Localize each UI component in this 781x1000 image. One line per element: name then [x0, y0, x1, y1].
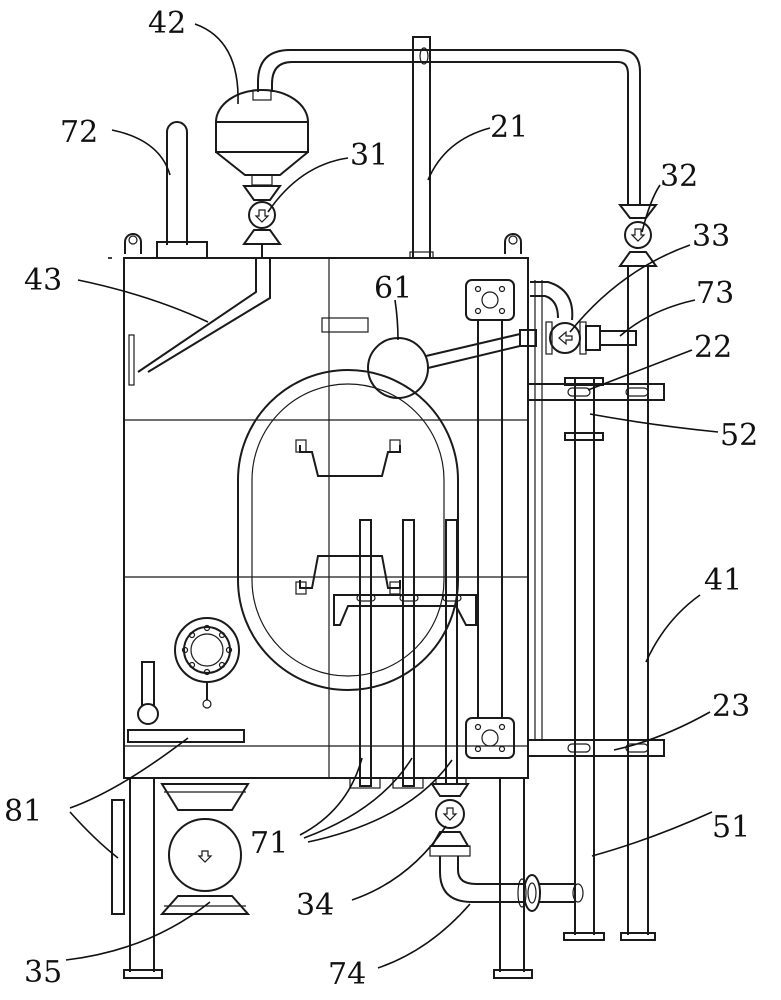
leader-51 — [591, 811, 713, 857]
label-23: 23 — [712, 689, 750, 724]
label-21: 21 — [490, 110, 528, 145]
drain-pipe-74 — [439, 856, 584, 912]
valve-33 — [519, 281, 637, 355]
leader-81b — [69, 811, 119, 859]
leader-41 — [645, 594, 701, 663]
inlet-pipe-43 — [137, 258, 271, 373]
leader-34 — [351, 825, 447, 901]
leader-71c — [307, 759, 453, 843]
leader-43 — [77, 279, 209, 323]
valve-34 — [429, 783, 471, 857]
tank-body — [123, 257, 529, 779]
leader-52 — [589, 413, 719, 433]
label-22: 22 — [694, 330, 732, 365]
level-gauge — [465, 279, 515, 759]
valve-32 — [617, 204, 659, 267]
label-42: 42 — [148, 6, 186, 41]
valve-31 — [242, 185, 282, 258]
leader-71a — [299, 757, 363, 836]
top-loop-pipe — [257, 49, 641, 208]
part-labels: 42 72 21 31 32 33 43 61 73 22 52 41 23 8… — [4, 6, 758, 992]
lifting-lug-right — [504, 233, 522, 254]
leader-74 — [377, 903, 471, 969]
label-32: 32 — [660, 159, 698, 194]
valve-35 — [159, 783, 251, 915]
leader-33 — [569, 244, 691, 333]
support-legs — [111, 778, 533, 979]
leader-31 — [267, 157, 349, 213]
pipe-41 — [620, 266, 656, 941]
base-plate-81 — [127, 729, 245, 743]
label-74: 74 — [328, 957, 366, 992]
leader-72 — [111, 129, 171, 176]
leader-lines — [65, 23, 719, 969]
label-71: 71 — [250, 826, 288, 861]
tank-nameplate — [321, 317, 369, 333]
label-81: 81 — [4, 794, 42, 829]
label-51: 51 — [712, 810, 750, 845]
vent-pipe-72 — [156, 121, 208, 259]
label-61: 61 — [374, 271, 412, 306]
manhole-cover — [237, 369, 459, 691]
leader-21 — [427, 127, 491, 181]
label-34: 34 — [296, 888, 334, 923]
label-73: 73 — [696, 276, 734, 311]
tank-side-pipe — [534, 280, 543, 740]
label-33: 33 — [692, 219, 730, 254]
leader-42 — [194, 23, 239, 105]
pipe-51 — [563, 377, 605, 941]
leader-35 — [65, 901, 211, 961]
top-rod-21 — [409, 36, 434, 259]
leader-22 — [587, 349, 693, 391]
bracket-22 — [527, 383, 665, 401]
vessel-42 — [214, 89, 310, 186]
leader-81a — [69, 737, 189, 809]
heater-tubes-71 — [333, 519, 477, 789]
float-61 — [367, 333, 521, 399]
label-31: 31 — [350, 138, 388, 173]
label-35: 35 — [24, 955, 62, 990]
label-52: 52 — [720, 418, 758, 453]
leader-71b — [303, 757, 413, 839]
thermometer — [137, 661, 159, 725]
front-flange-nozzle — [174, 617, 240, 709]
label-41: 41 — [704, 563, 742, 598]
label-72: 72 — [60, 115, 98, 150]
leader-61 — [394, 299, 399, 341]
leader-32 — [641, 184, 661, 233]
leader-73 — [619, 299, 696, 337]
lifting-lug-left — [124, 233, 142, 254]
label-43: 43 — [24, 263, 62, 298]
leader-23 — [613, 711, 711, 751]
